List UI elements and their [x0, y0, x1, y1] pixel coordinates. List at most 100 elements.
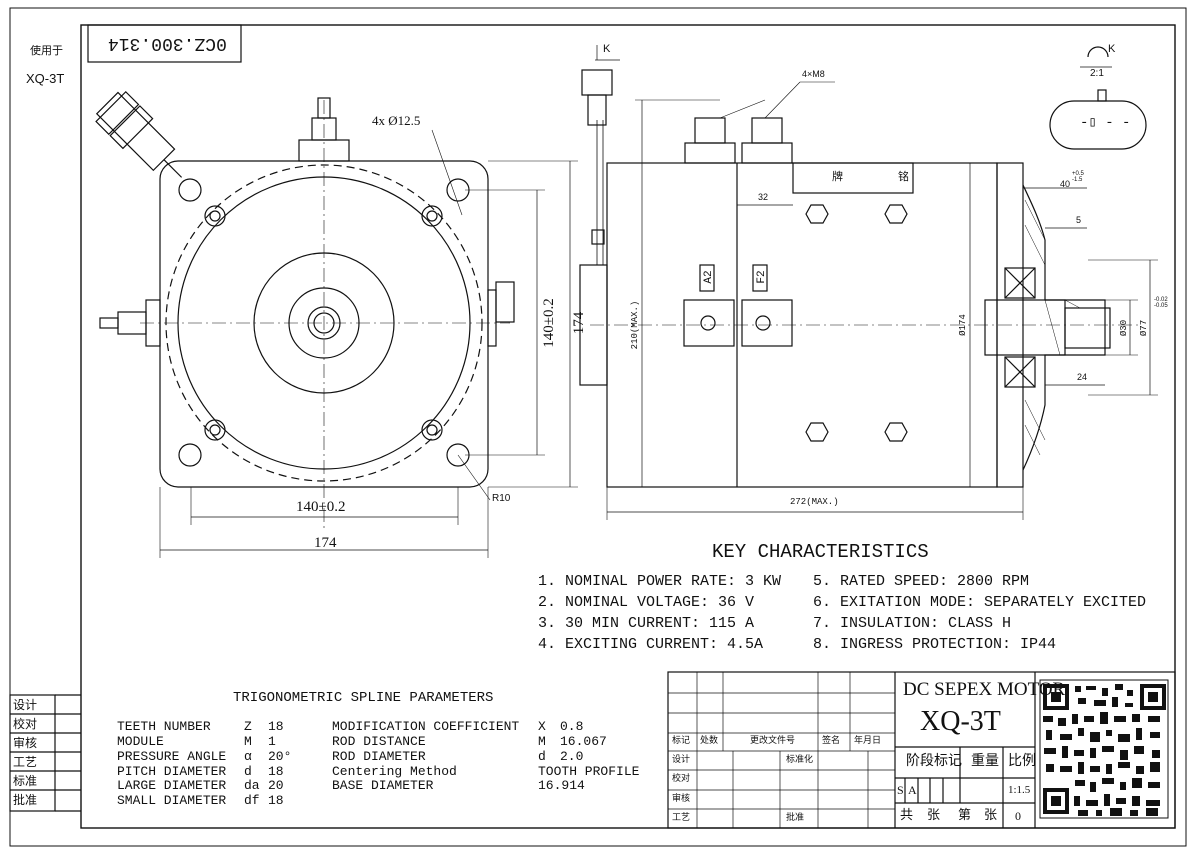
dim-24: 24 — [1077, 372, 1088, 382]
spline-param-name: SMALL DIAMETER — [117, 793, 227, 808]
used-for-label: 使用于 — [30, 45, 63, 57]
nameplate-text: 牌 铭 — [832, 171, 936, 183]
key-item: 8. INGRESS PROTECTION: IP44 — [813, 636, 1057, 653]
key-item: 6. EXITATION MODE: SEPARATELY EXCITED — [813, 594, 1147, 611]
detail-k-scale: 2:1 — [1090, 68, 1104, 79]
dim-width-outer: 174 — [314, 535, 337, 551]
connector-ref-label: K — [603, 43, 611, 55]
spline-param-val: 20 — [268, 778, 284, 793]
spline-param-val: 18 — [268, 719, 284, 734]
spline-param-sym: M — [538, 734, 546, 749]
qr-code — [1039, 679, 1169, 819]
tb-ratio-label: 比例 — [1008, 754, 1036, 769]
tb-product-name: DC SEPEX MOTOR — [903, 679, 1066, 700]
spline-param-name: PITCH DIAMETER — [117, 764, 227, 779]
dim-5: 5 — [1076, 215, 1082, 225]
radius-label: R10 — [492, 493, 511, 504]
spline-param-name: ROD DISTANCE — [332, 734, 426, 749]
title-block — [667, 671, 1176, 829]
tb-total-label: 共 — [900, 807, 914, 822]
side-label: 审核 — [13, 736, 38, 750]
tb-weight-label: 重量 — [971, 754, 999, 769]
thread-label: 4×M8 — [802, 69, 825, 79]
dim-side-height: 210(MAX.) — [630, 301, 640, 350]
tb-header: 标记 — [672, 735, 691, 745]
tb-sheet-no-label: 第 — [958, 807, 972, 822]
spline-param-sym: α — [244, 749, 252, 764]
key-item: 1. NOMINAL POWER RATE: 3 KW — [538, 573, 782, 590]
spline-param-val: 0.8 — [560, 719, 584, 734]
spline-param-val: 18 — [268, 793, 284, 808]
spline-param-sym: 16.914 — [538, 778, 585, 793]
spline-title: TRIGONOMETRIC SPLINE PARAMETERS — [233, 690, 494, 706]
tb-stage-label: 阶段标记 — [906, 754, 962, 769]
tb-header: 年月日 — [854, 735, 882, 745]
side-label-strip — [9, 694, 81, 812]
spline-param-val: 2.0 — [560, 749, 584, 764]
used-for-model: XQ-3T — [26, 71, 65, 86]
key-item: 4. EXCITING CURRENT: 4.5A — [538, 636, 764, 653]
mount-hole — [178, 178, 202, 202]
spline-param-val: 20° — [268, 749, 292, 764]
spline-param-sym: TOOTH PROFILE — [538, 764, 640, 779]
dim-width-inner: 140±0.2 — [296, 499, 346, 515]
side-label: 工艺 — [13, 755, 38, 769]
key-item: 5. RATED SPEED: 2800 RPM — [813, 573, 1030, 590]
dim-32: 32 — [758, 192, 769, 202]
tb-row-label: 审核 — [672, 793, 691, 803]
dim-40: 40 — [1060, 179, 1071, 189]
detail-k — [1049, 46, 1147, 150]
tb-approve-label: 批准 — [786, 812, 805, 822]
side-view — [579, 45, 1158, 520]
side-label: 批准 — [13, 793, 38, 807]
drawing-number: 0CZ.300.314 — [108, 33, 227, 53]
drawing-number-box — [87, 24, 242, 63]
dim-77: Ø77 — [1139, 320, 1149, 336]
dim-77-tol: -0.02 -0.05 — [1154, 297, 1168, 309]
spline-param-val: 18 — [268, 764, 284, 779]
tb-stage-s: S — [897, 783, 904, 797]
spline-param-name: PRESSURE ANGLE — [117, 749, 227, 764]
side-label: 设计 — [13, 698, 38, 712]
outer-frame — [9, 7, 1187, 847]
terminal-a2-label: A2 — [703, 270, 715, 283]
spline-param-name: MODIFICATION COEFFICIENT — [332, 719, 520, 734]
spline-param-sym: M — [244, 734, 252, 749]
connector-plug — [95, 90, 183, 178]
holes-label: 4x Ø12.5 — [372, 113, 421, 128]
spline-param-sym: X — [538, 719, 546, 734]
detail-k-pins: -▯ - - — [1080, 115, 1131, 131]
spline-param-sym: d — [244, 764, 252, 779]
spline-param-sym: Z — [244, 719, 252, 734]
tb-header: 处数 — [700, 735, 719, 745]
front-view — [95, 90, 578, 558]
spline-param-name: LARGE DIAMETER — [117, 778, 227, 793]
dim-height-inner: 140±0.2 — [541, 298, 557, 347]
spline-param-val: 1 — [268, 734, 276, 749]
tb-ratio: 1:1.5 — [1008, 784, 1031, 796]
spline-param-val: 16.067 — [560, 734, 607, 749]
nameplate — [792, 162, 914, 194]
tb-header: 更改文件号 — [750, 735, 796, 745]
tb-sheet-val: 0 — [1015, 809, 1021, 823]
spline-param-sym: df — [244, 793, 260, 808]
tb-sheet-no: 张 — [984, 807, 998, 822]
key-item: 2. NOMINAL VOLTAGE: 36 V — [538, 594, 755, 611]
inner-frame — [80, 24, 1176, 829]
tb-row-label: 工艺 — [672, 812, 691, 822]
dim-30: Ø30 — [1119, 320, 1129, 336]
spline-param-sym: d — [538, 749, 546, 764]
spline-param-name: Centering Method — [332, 764, 457, 779]
tb-row-label: 设计 — [672, 754, 691, 764]
tb-std-label: 标准化 — [786, 754, 814, 764]
spline-param-sym: da — [244, 778, 260, 793]
side-label: 标准 — [13, 774, 38, 788]
tb-stage-a: A — [908, 783, 917, 797]
tb-row-label: 校对 — [672, 773, 691, 783]
spline-param-name: ROD DIAMETER — [332, 749, 426, 764]
key-characteristics-title: KEY CHARACTERISTICS — [712, 541, 929, 563]
tb-header: 签名 — [822, 735, 841, 745]
terminal-f2-label: F2 — [756, 270, 768, 283]
mount-hole — [178, 443, 202, 467]
